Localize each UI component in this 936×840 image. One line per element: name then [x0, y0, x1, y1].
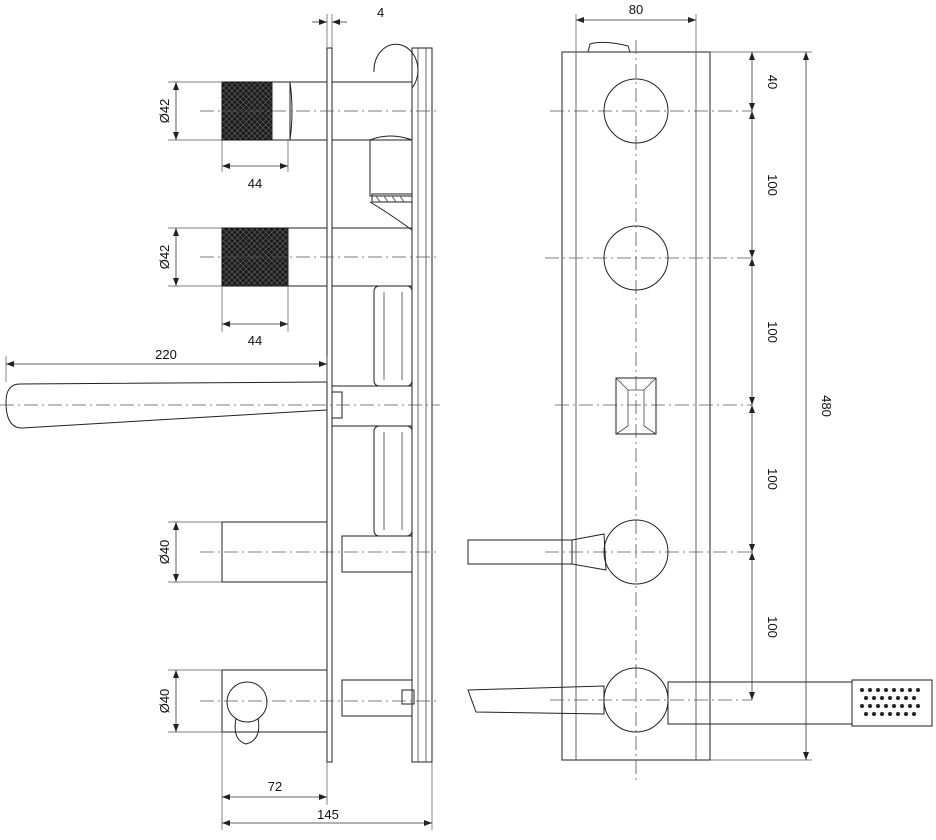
knob-2-front [603, 225, 669, 291]
dim-knob-1-diameter: Ø42 [157, 99, 172, 124]
top-tab [587, 41, 631, 53]
valve-body-4 [341, 679, 413, 717]
knob-1-front [603, 78, 669, 144]
diverter-connector [371, 193, 413, 203]
dim-plate-width: 80 [629, 2, 643, 17]
side-view: 4 Ø42 44 Ø42 44 220 [0, 5, 440, 830]
dim-plate-thickness: 4 [377, 5, 384, 20]
front-view: 80 40 100 100 100 100 480 [467, 2, 933, 780]
dim-knob-2-length: 44 [248, 333, 262, 348]
cartridge-lower [373, 425, 413, 537]
dim-knob-2-diameter: Ø42 [157, 245, 172, 270]
valve-body-3 [341, 535, 413, 573]
dim-spacing-2: 100 [765, 321, 780, 343]
dim-knob-1-length: 44 [248, 176, 262, 191]
dim-spacing-3: 100 [765, 468, 780, 490]
spout [5, 381, 328, 429]
dim-total-height: 480 [819, 395, 834, 417]
hose-holder-side [226, 681, 268, 723]
dim-spacing-4: 100 [765, 616, 780, 638]
hand-shower-head [851, 679, 933, 727]
dim-handle-diameter: Ø40 [157, 540, 172, 565]
spout-front [615, 377, 657, 435]
cartridge-upper [373, 285, 413, 387]
shower-nozzles-icon [860, 688, 920, 716]
valve-top [373, 43, 419, 141]
dim-spacing-1: 100 [765, 174, 780, 196]
dim-top-offset: 40 [765, 75, 780, 89]
handle-front [603, 519, 669, 585]
spout-body [331, 385, 413, 427]
dim-outlet-depth: 72 [268, 779, 282, 794]
dim-spout-length: 220 [155, 347, 177, 362]
hose-left [467, 685, 605, 715]
dim-total-depth: 145 [317, 807, 339, 822]
dim-hose-outlet-diameter: Ø40 [157, 689, 172, 714]
